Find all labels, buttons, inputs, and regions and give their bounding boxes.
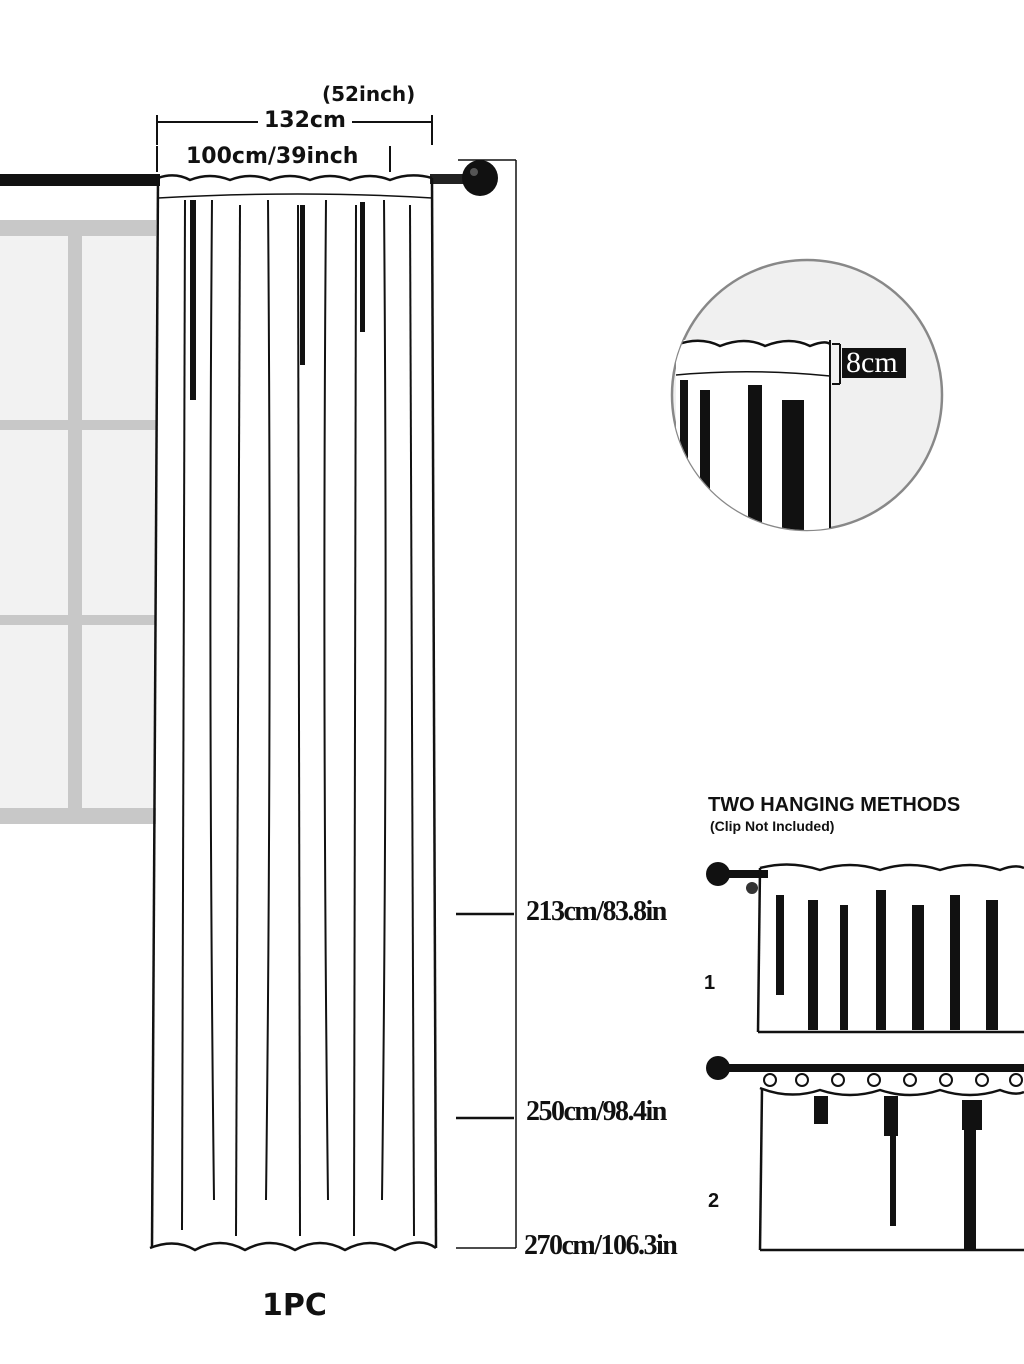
hanging-methods-title: TWO HANGING METHODS — [708, 794, 961, 816]
curtain-panel — [149, 174, 438, 1252]
length-label-250: 250cm/98.4in — [526, 1096, 667, 1127]
length-label-270: 270cm/106.3in — [524, 1230, 678, 1261]
method-1-label: 1 — [704, 972, 716, 994]
header-zoom-circle — [670, 258, 944, 532]
quantity-label: 1PC — [262, 1288, 327, 1323]
hanging-methods-subtitle: (Clip Not Included) — [710, 818, 835, 834]
window — [0, 220, 156, 824]
hanging-method-1 — [706, 862, 1024, 1034]
curtain-folds — [181, 199, 415, 1237]
curtain-rod — [0, 160, 498, 196]
method-2-label: 2 — [708, 1190, 720, 1212]
length-label-213: 213cm/83.8in — [526, 896, 667, 927]
width-cm-label: 132cm — [258, 108, 352, 133]
hanging-method-2 — [706, 1056, 1024, 1252]
rod-width-label: 100cm/39inch — [186, 144, 359, 169]
width-inch-label: (52inch) — [322, 82, 416, 106]
length-dimension — [456, 159, 517, 1249]
header-height-badge: 8cm — [842, 348, 906, 378]
